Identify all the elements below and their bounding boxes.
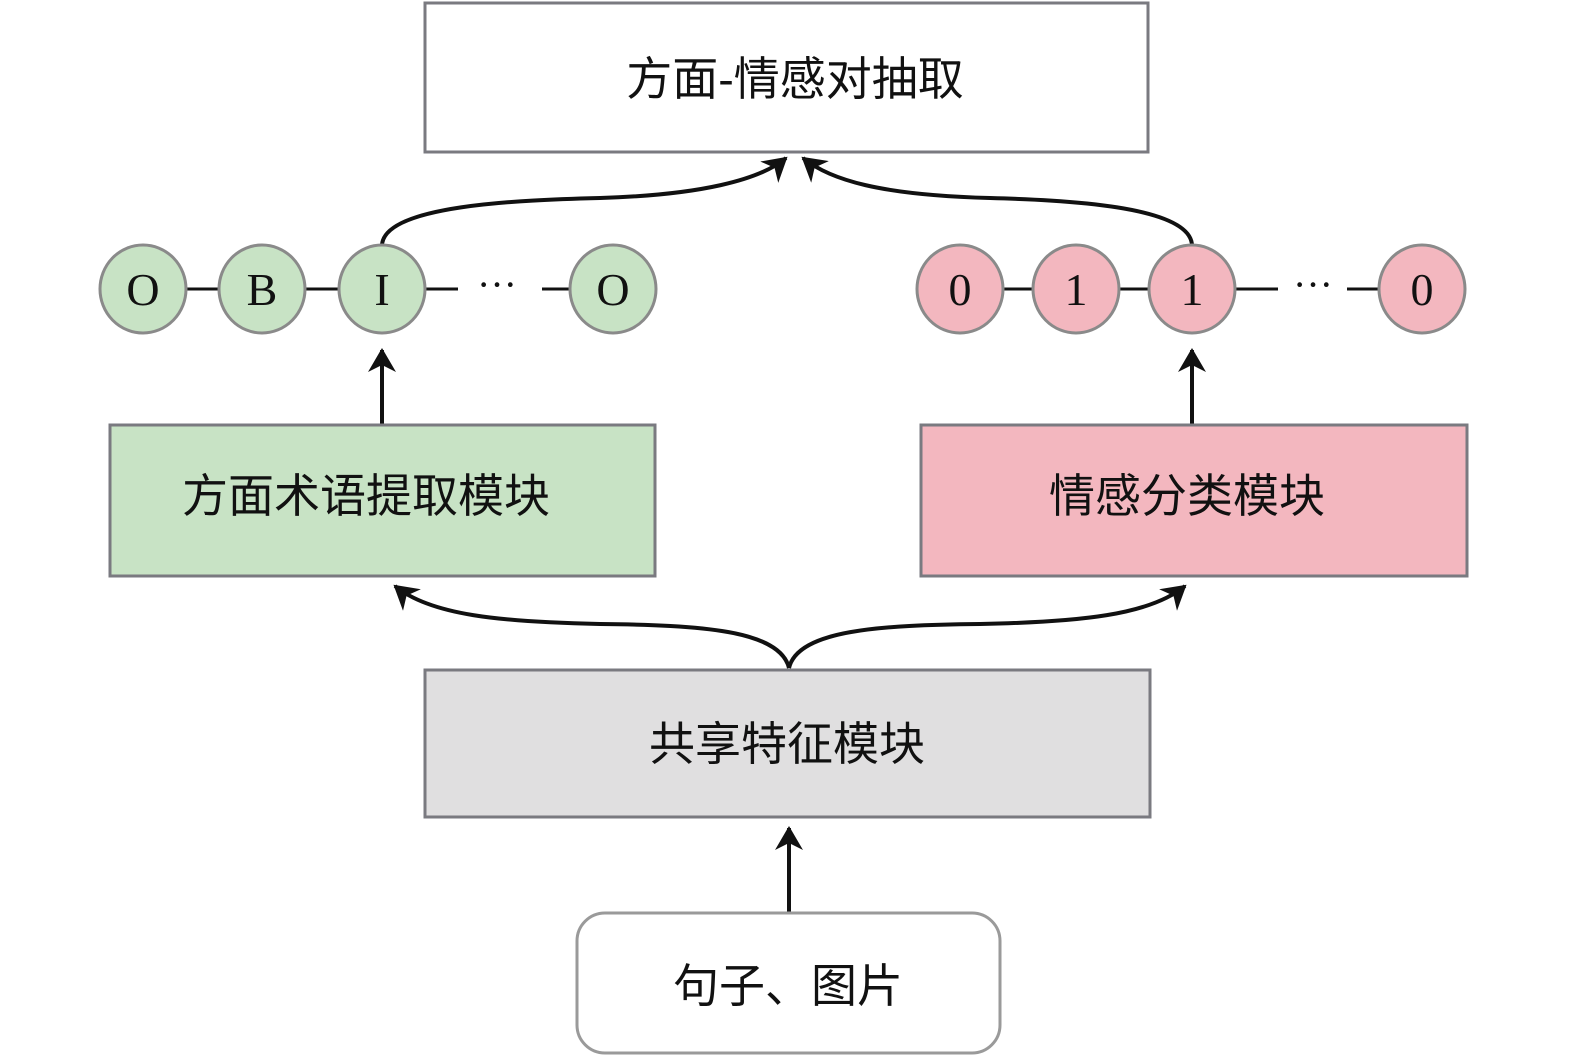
aspect-sequence: ··· O B I O — [98, 243, 658, 335]
aspect-node-label: O — [126, 264, 159, 315]
sentiment-module-label: 情感分类模块 — [1049, 469, 1325, 523]
arrow-shared-to-aspect — [393, 584, 791, 669]
output-box-label: 方面-情感对抽取 — [626, 52, 964, 106]
sentiment-node-label: 0 — [949, 264, 972, 315]
aspect-node-label: O — [596, 264, 629, 315]
aspect-node: O — [98, 243, 188, 335]
output-box: 方面-情感对抽取 — [423, 1, 1150, 154]
shared-feature-module: 共享特征模块 — [423, 668, 1152, 819]
sentiment-node-label: 1 — [1065, 264, 1088, 315]
arrow-aspect-to-output — [380, 156, 788, 247]
aspect-module-label: 方面术语提取模块 — [182, 469, 550, 523]
aspect-node: O — [568, 243, 658, 335]
sentiment-node: 1 — [1147, 243, 1237, 335]
aspect-node: I — [337, 243, 427, 335]
sentiment-node-label: 1 — [1181, 264, 1204, 315]
sentiment-node: 0 — [1377, 243, 1467, 335]
aspect-node-label: I — [374, 264, 389, 315]
aspect-node-label: B — [247, 264, 278, 315]
sentiment-classification-module: 情感分类模块 — [919, 423, 1469, 578]
input-box-label: 句子、图片 — [673, 959, 903, 1013]
shared-module-label: 共享特征模块 — [649, 717, 925, 771]
input-box: 句子、图片 — [575, 911, 1002, 1055]
sentiment-node: 1 — [1031, 243, 1121, 335]
aspect-node: B — [217, 243, 307, 335]
aspect-extraction-module: 方面术语提取模块 — [108, 423, 657, 578]
arrow-shared-to-sentiment — [787, 584, 1187, 669]
sentiment-ellipsis: ··· — [1293, 262, 1333, 307]
arrow-sentiment-to-output — [801, 156, 1194, 247]
sentiment-node-label: 0 — [1411, 264, 1434, 315]
sentiment-node: 0 — [915, 243, 1005, 335]
sentiment-sequence: ··· 0 1 1 0 — [915, 243, 1467, 335]
aspect-ellipsis: ··· — [477, 262, 517, 307]
